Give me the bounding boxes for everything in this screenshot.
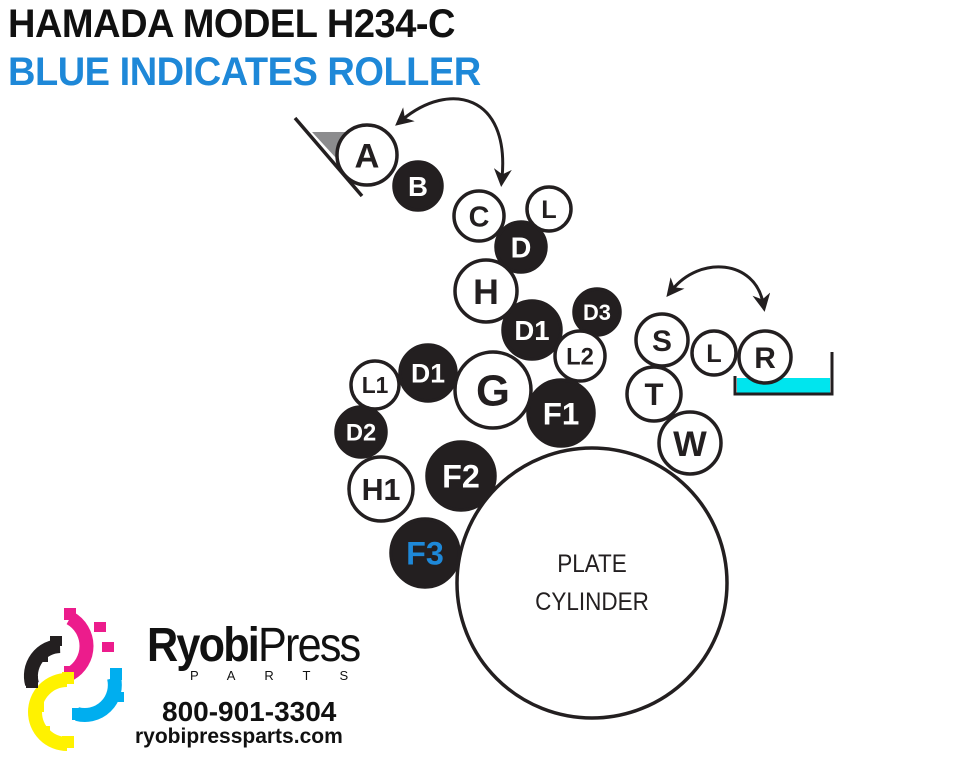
roller-circle bbox=[525, 185, 573, 233]
ductor-arrow-left bbox=[395, 97, 512, 187]
roller-label: G bbox=[476, 367, 510, 416]
roller-label: S bbox=[652, 325, 672, 358]
roller-label: D2 bbox=[346, 420, 376, 447]
roller-circle bbox=[553, 329, 607, 383]
ink-fountain-blade bbox=[293, 116, 364, 198]
roller-label: H bbox=[473, 272, 499, 312]
roller-label: H1 bbox=[362, 473, 401, 507]
roller-c: C bbox=[452, 189, 506, 243]
roller-s: S bbox=[634, 312, 690, 368]
roller-circle bbox=[453, 350, 533, 430]
roller-circle bbox=[389, 517, 461, 589]
plate-cylinder-label-2: CYLINDER bbox=[535, 588, 649, 616]
roller-label: L bbox=[541, 196, 556, 224]
roller-label: D bbox=[511, 232, 532, 264]
roller-f3: F3 bbox=[389, 517, 461, 589]
roller-circle bbox=[334, 405, 388, 459]
roller-circle bbox=[657, 410, 723, 476]
roller-circle bbox=[494, 220, 548, 274]
roller-circle bbox=[634, 312, 690, 368]
roller-circle bbox=[526, 378, 596, 448]
roller-l1: L1 bbox=[349, 359, 401, 411]
roller-a: A bbox=[335, 123, 399, 187]
roller-circle bbox=[453, 258, 519, 324]
logo-phone: 800-901-3304 bbox=[162, 696, 337, 727]
diagram-title: HAMADA MODEL H234-C bbox=[8, 2, 456, 46]
roller-label: A bbox=[355, 137, 380, 175]
roller-circle bbox=[501, 299, 563, 361]
roller-label: F3 bbox=[406, 536, 444, 572]
roller-w: W bbox=[657, 410, 723, 476]
roller-l: L bbox=[525, 185, 573, 233]
roller-circle bbox=[398, 343, 458, 403]
roller-l: L bbox=[690, 329, 738, 377]
diagram-subtitle: BLUE INDICATES ROLLER bbox=[8, 50, 481, 94]
roller-label: R bbox=[754, 342, 776, 375]
logo-parts: PARTS bbox=[190, 668, 378, 683]
roller-label: L bbox=[706, 340, 721, 368]
roller-label: D1 bbox=[514, 315, 549, 346]
roller-t: T bbox=[625, 365, 683, 423]
roller-d2: D2 bbox=[334, 405, 388, 459]
roller-label: C bbox=[469, 201, 490, 233]
roller-circle bbox=[737, 329, 793, 385]
roller-circle bbox=[335, 123, 399, 187]
roller-label: D3 bbox=[583, 300, 611, 325]
water-pan bbox=[733, 352, 834, 396]
ductor-arrow-right bbox=[666, 265, 771, 312]
roller-label: F2 bbox=[442, 459, 480, 495]
roller-circle bbox=[690, 329, 738, 377]
plate-cylinder: PLATE CYLINDER bbox=[455, 446, 729, 720]
logo-website: ryobipressparts.com bbox=[135, 725, 343, 748]
plate-cylinder-label-1: PLATE bbox=[557, 550, 627, 578]
roller-label: B bbox=[408, 171, 428, 202]
roller-circle bbox=[349, 359, 401, 411]
roller-circle bbox=[392, 160, 444, 212]
roller-circle bbox=[572, 287, 622, 337]
roller-circle bbox=[452, 189, 506, 243]
roller-circle bbox=[347, 455, 415, 523]
roller-g: G bbox=[453, 350, 533, 430]
gear-logo-icon bbox=[23, 608, 124, 751]
roller-b: B bbox=[392, 160, 444, 212]
roller-d1: D1 bbox=[501, 299, 563, 361]
roller-label: L1 bbox=[362, 372, 389, 398]
roller-f2: F2 bbox=[425, 440, 497, 512]
roller-d: D bbox=[494, 220, 548, 274]
logo-brand: RyobiPress bbox=[147, 619, 361, 672]
roller-label: L2 bbox=[566, 344, 594, 371]
roller-label: D1 bbox=[411, 359, 445, 389]
roller-d3: D3 bbox=[572, 287, 622, 337]
roller-f1: F1 bbox=[526, 378, 596, 448]
roller-r: R bbox=[737, 329, 793, 385]
roller-circle bbox=[625, 365, 683, 423]
roller-h1: H1 bbox=[347, 455, 415, 523]
roller-circle bbox=[425, 440, 497, 512]
roller-l2: L2 bbox=[553, 329, 607, 383]
roller-label: F1 bbox=[543, 396, 580, 431]
roller-d1: D1 bbox=[398, 343, 458, 403]
roller-label: W bbox=[673, 424, 707, 464]
roller-label: T bbox=[645, 377, 664, 412]
roller-h: H bbox=[453, 258, 519, 324]
